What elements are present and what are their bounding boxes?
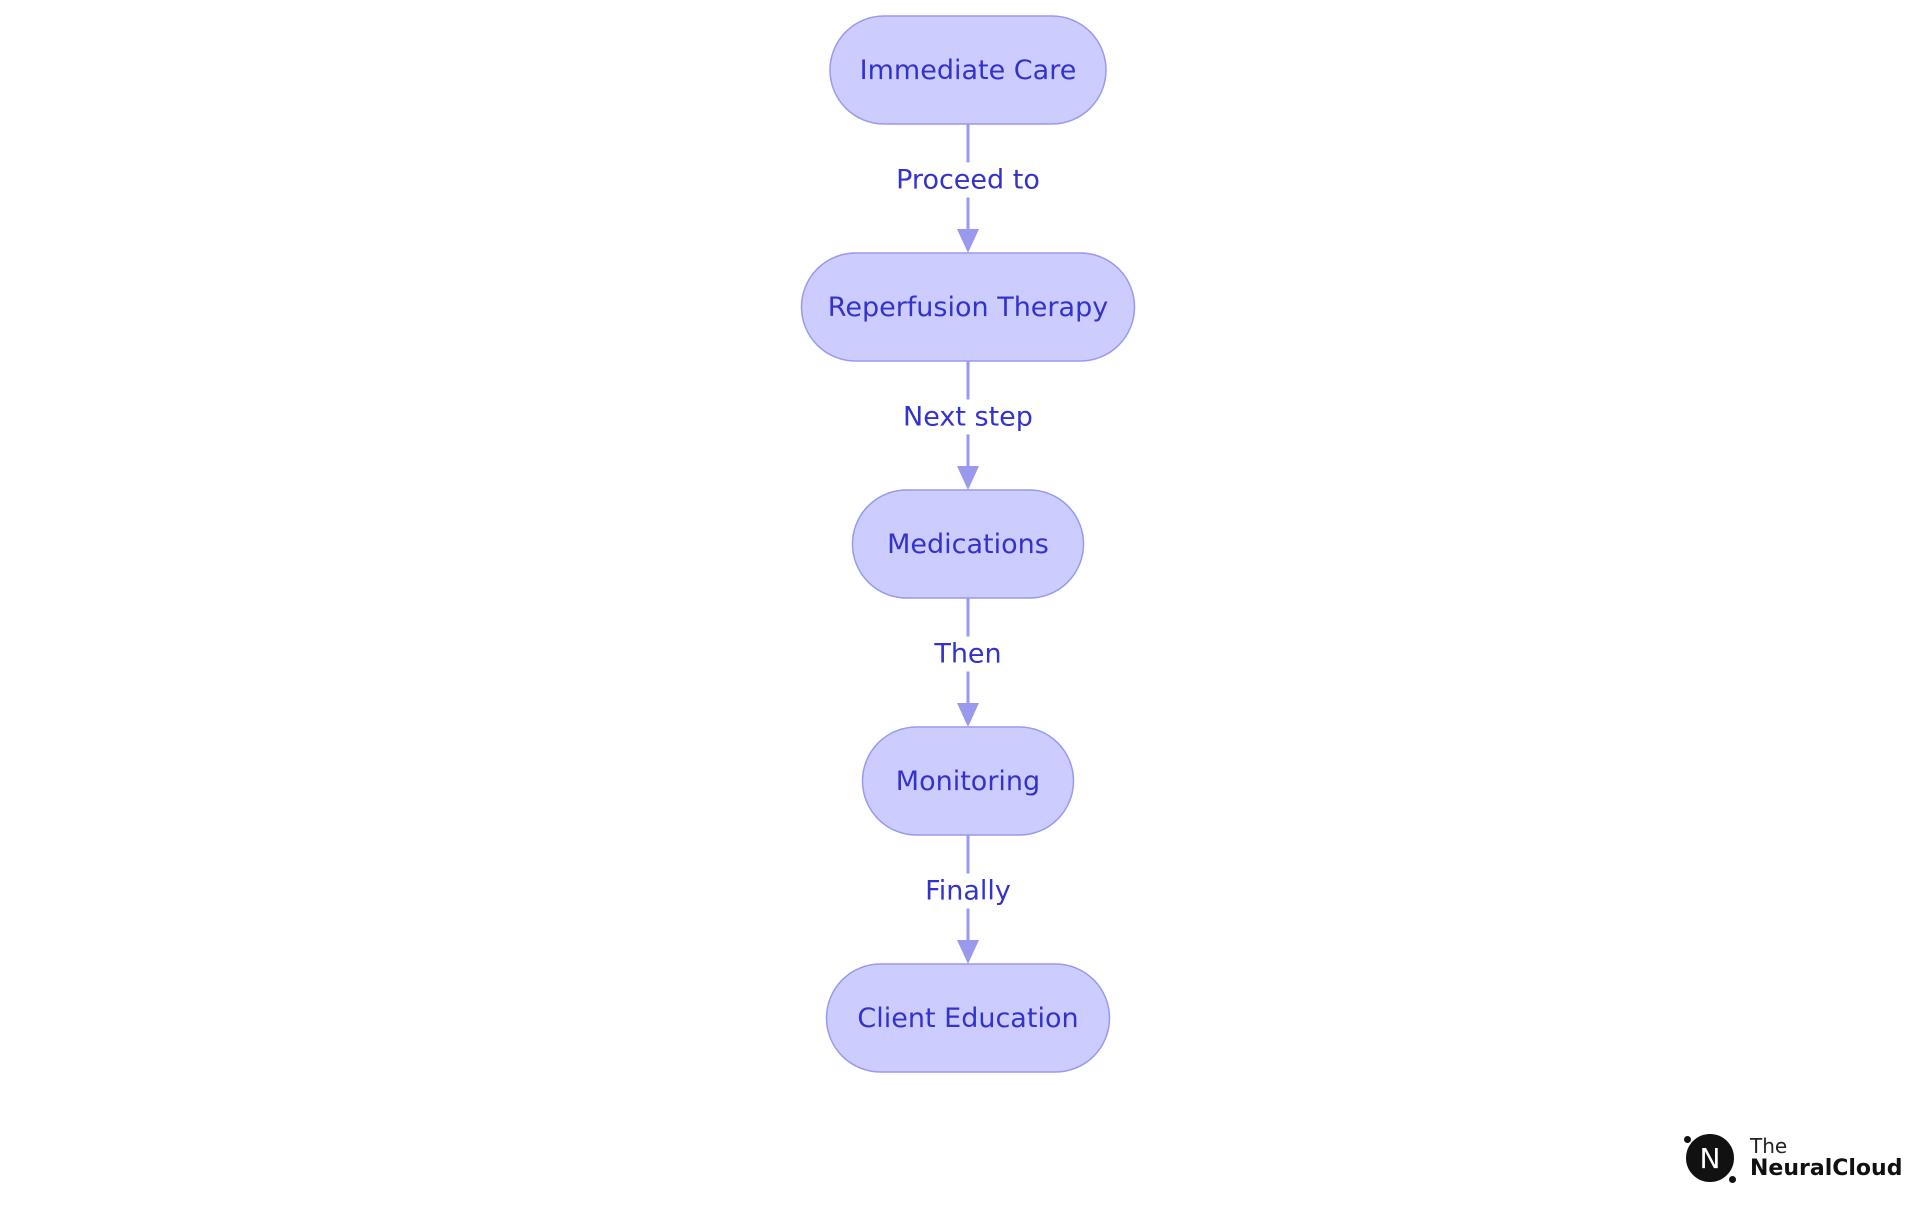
node-label: Reperfusion Therapy <box>828 292 1108 323</box>
edge-label-text: Then <box>933 639 1001 670</box>
node-4: Client Education <box>825 963 1111 1073</box>
arrowhead-icon <box>957 940 979 964</box>
node-label: Monitoring <box>896 766 1040 797</box>
logo-name-text: NeuralCloud <box>1750 1156 1903 1181</box>
edge-label-text: Proceed to <box>896 165 1040 196</box>
logo-dot-icon <box>1729 1176 1736 1183</box>
edge-label-text: Next step <box>903 402 1033 433</box>
edge-label-bg <box>899 399 1037 435</box>
node-shape <box>861 726 1075 836</box>
node-shape <box>800 252 1136 362</box>
edge-label-bg <box>921 873 1015 909</box>
arrowhead-icon <box>957 466 979 490</box>
node-label: Immediate Care <box>860 55 1077 86</box>
node-label: Client Education <box>857 1003 1078 1034</box>
edge-0: Proceed to <box>892 124 1044 253</box>
node-label: Medications <box>887 529 1049 560</box>
edge-label: Next step <box>899 399 1037 435</box>
node-shape <box>851 489 1085 599</box>
neuralcloud-logo: N The NeuralCloud <box>1684 1130 1902 1190</box>
edge-label: Proceed to <box>892 162 1044 198</box>
edge-label-bg <box>892 162 1044 198</box>
edge-label-text: Finally <box>925 876 1011 907</box>
arrowhead-icon <box>957 229 979 253</box>
node-shape <box>829 15 1107 125</box>
logo-mark-letter: N <box>1699 1142 1721 1175</box>
node-shape <box>825 963 1111 1073</box>
node-3: Monitoring <box>861 726 1075 836</box>
node-0: Immediate Care <box>829 15 1107 125</box>
logo-mark-icon: N <box>1686 1134 1734 1182</box>
edge-1: Next step <box>899 361 1037 490</box>
logo-the-text: The <box>1750 1134 1788 1158</box>
edge-label-bg <box>929 636 1006 672</box>
node-1: Reperfusion Therapy <box>800 252 1136 362</box>
node-2: Medications <box>851 489 1085 599</box>
edge-2: Then <box>929 598 1006 727</box>
edge-3: Finally <box>921 835 1015 964</box>
edge-label: Finally <box>921 873 1015 909</box>
edge-label: Then <box>929 636 1006 672</box>
logo-dot-icon <box>1684 1136 1691 1143</box>
arrowhead-icon <box>957 703 979 727</box>
